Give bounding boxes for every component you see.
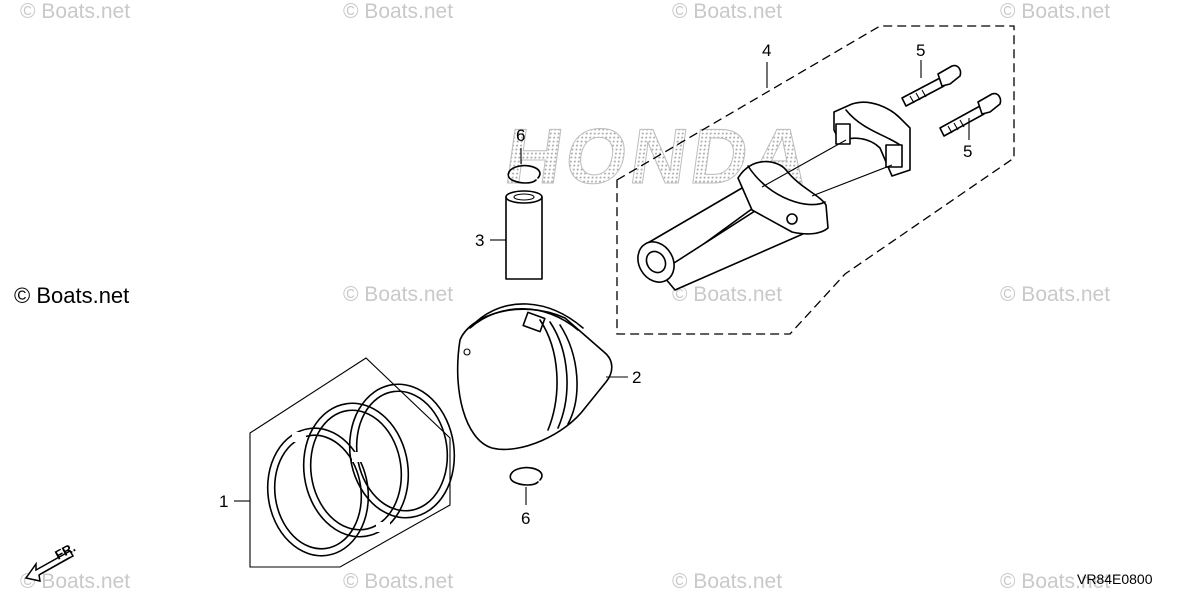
watermark-text: © Boats.net: [343, 283, 453, 306]
rod-oil-hole: [786, 213, 798, 225]
watermark-text: © Boats.net: [672, 570, 782, 593]
piston-groove: [475, 303, 584, 329]
bolt-thread: [959, 119, 965, 128]
watermark-text: © Boats.net: [1000, 570, 1110, 593]
rod-small-end-bore: [645, 250, 667, 274]
front-arrow-icon: [24, 549, 75, 582]
front-direction-indicator: FR.: [24, 540, 78, 582]
bolt-thread: [915, 92, 921, 101]
watermark-text: © Boats.net: [672, 0, 782, 23]
piston-ring-set: 1: [219, 357, 456, 568]
callout-6-bottom: 6: [521, 509, 530, 528]
piston-pin-body: [505, 196, 543, 280]
piston-skirt-edge: [559, 324, 578, 425]
bolt-thread: [953, 122, 959, 131]
ring-middle: [302, 402, 410, 538]
connecting-rod-assembly: 4: [616, 25, 1015, 335]
piston-mark: [463, 348, 471, 356]
watermark-layer: © Boats.net © Boats.net © Boats.net © Bo…: [20, 0, 1110, 593]
bolt-thread: [947, 125, 953, 134]
diagram-code: VR84E0800: [1077, 571, 1153, 587]
watermark-text: © Boats.net: [20, 570, 130, 593]
watermark-text: © Boats.net: [343, 0, 453, 23]
ring-gap: [376, 522, 390, 532]
bolt-head: [937, 64, 962, 87]
piston: 2: [456, 303, 641, 451]
rod-cap-arc: [845, 109, 901, 146]
piston-pin-bore: [513, 193, 535, 201]
bolt-head: [977, 92, 1002, 115]
clip-ring: [507, 164, 541, 184]
front-arrow-hatch: [39, 556, 71, 575]
assembly-guide-line: [761, 139, 847, 188]
clip-ring: [509, 466, 543, 486]
piston-skirt-edge: [539, 319, 558, 431]
bolt-thread: [909, 95, 915, 104]
callout-3: 3: [475, 231, 484, 250]
rod-assembly-frame: [616, 25, 1015, 335]
rod-cap-boss: [835, 123, 851, 145]
ring-gap: [352, 452, 366, 462]
piston-pin-clip-bottom: 6: [509, 466, 543, 528]
rod-small-end: [637, 241, 675, 283]
piston-skirt-edge: [549, 321, 568, 429]
bolt-thread: [921, 89, 927, 98]
piston-pin-clip-top: 6: [507, 126, 541, 184]
callout-1: 1: [219, 492, 228, 511]
watermark-text: © Boats.net: [20, 0, 130, 23]
piston-pin: 3: [475, 190, 543, 280]
ring-set-frame: [249, 357, 451, 568]
watermark-text: © Boats.net: [672, 283, 782, 306]
watermark-text: © Boats.net: [1000, 283, 1110, 306]
rod-cap-boss: [885, 144, 903, 168]
callout-4: 4: [762, 41, 771, 60]
watermark-text: © Boats.net: [1000, 0, 1110, 23]
rod-bolt-a: 5: [901, 41, 962, 107]
piston-groove: [469, 307, 579, 331]
ring-gap: [292, 432, 306, 442]
callout-5b: 5: [963, 142, 972, 161]
rod-big-end-arc: [747, 165, 826, 206]
bolt-shank: [939, 105, 985, 137]
piston-pin-boss: [522, 311, 546, 333]
ring-inner: [266, 427, 370, 557]
callout-5a: 5: [916, 41, 925, 60]
brand-watermark: © Boats.net: [14, 283, 130, 308]
rod-bolt-b: 5: [939, 92, 1002, 161]
callout-6-top: 6: [516, 126, 525, 145]
assembly-guide-line: [811, 164, 893, 197]
callout-2: 2: [632, 368, 641, 387]
ring-outer: [348, 383, 456, 519]
watermark-text: © Boats.net: [343, 570, 453, 593]
piston-pin-top: [505, 190, 543, 204]
